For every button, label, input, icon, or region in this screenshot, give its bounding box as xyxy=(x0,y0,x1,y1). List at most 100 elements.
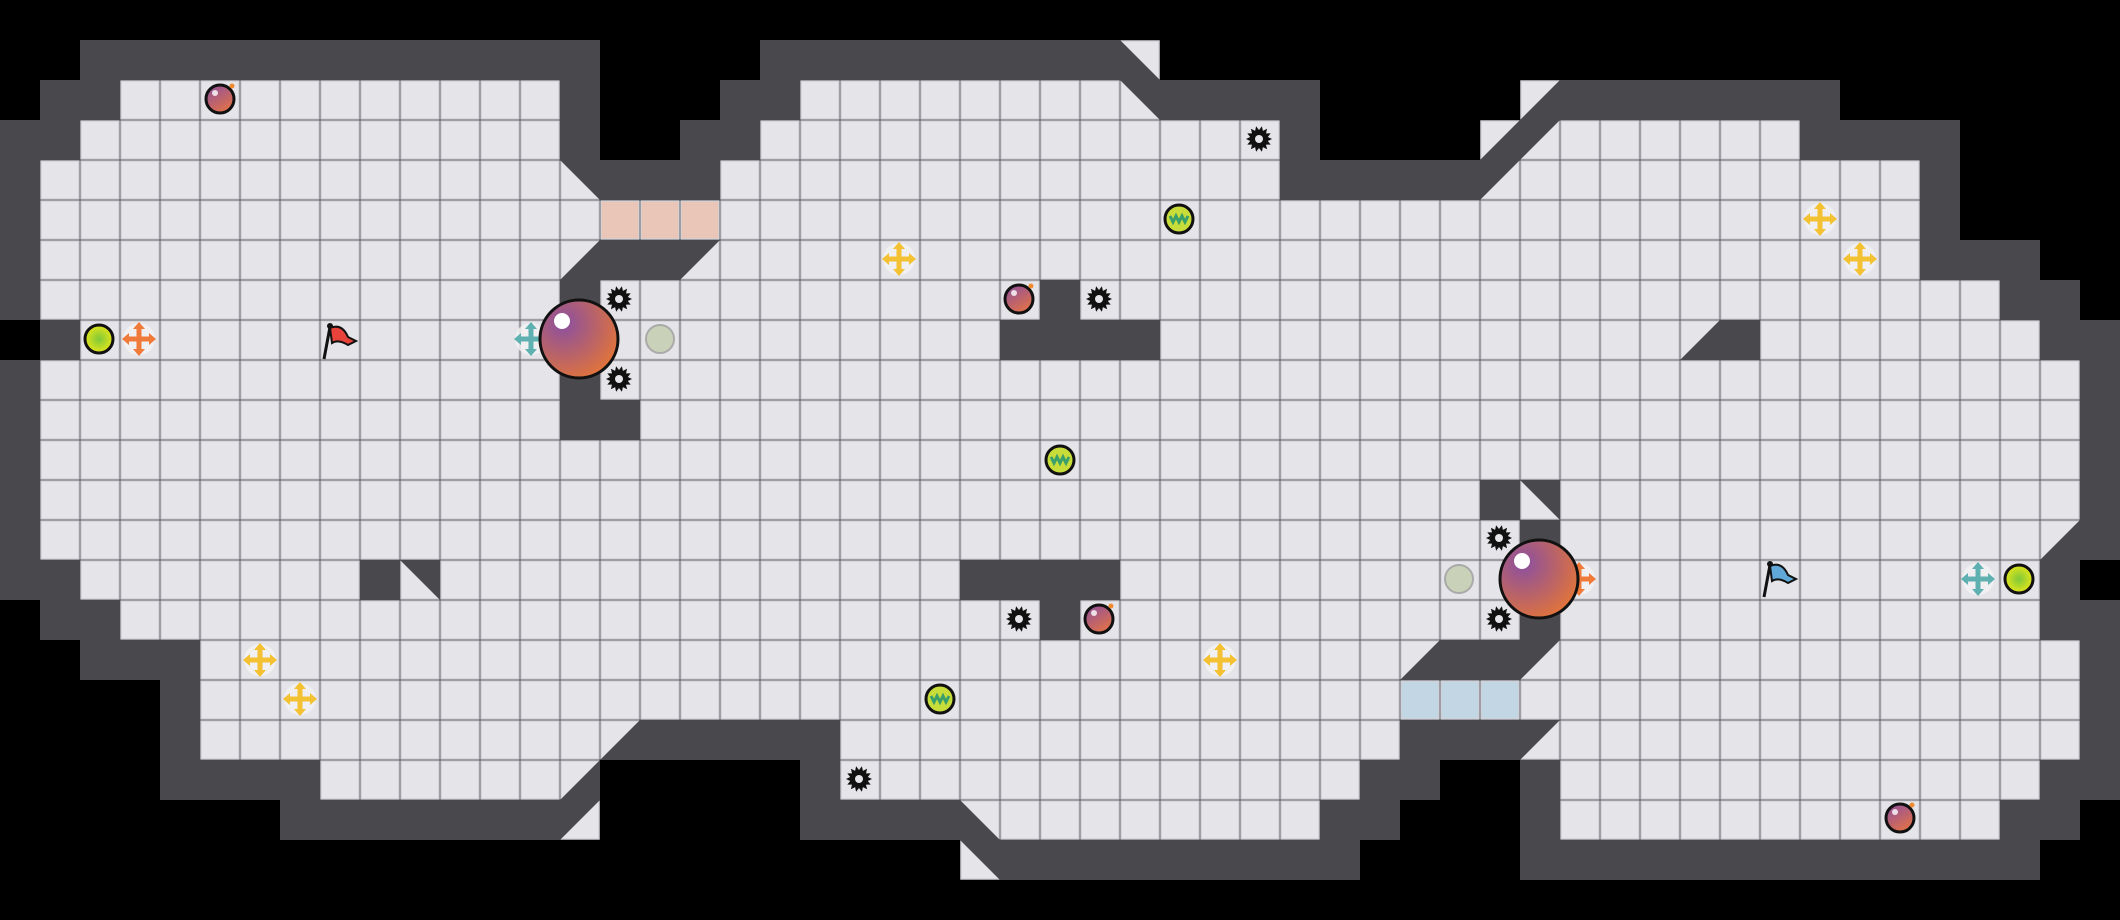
floor-tile xyxy=(920,440,960,480)
floor-tile xyxy=(400,240,440,280)
floor-tile xyxy=(440,240,480,280)
wall-block xyxy=(1600,80,1640,120)
floor-tile xyxy=(880,560,920,600)
floor-tile xyxy=(320,480,360,520)
wall-block xyxy=(2080,480,2120,520)
floor-tile xyxy=(1680,440,1720,480)
floor-tile xyxy=(320,760,360,800)
floor-tile xyxy=(40,480,80,520)
floor-tile xyxy=(1440,400,1480,440)
floor-tile xyxy=(840,720,880,760)
floor-tile xyxy=(160,360,200,400)
wall-block xyxy=(160,760,200,800)
floor-tile xyxy=(1760,600,1800,640)
wall-block xyxy=(1160,840,1200,880)
floor-tile xyxy=(640,560,680,600)
floor-tile xyxy=(1800,160,1840,200)
wall-diagonal xyxy=(1520,480,1560,520)
floor-tile xyxy=(560,520,600,560)
wall-block xyxy=(80,600,120,640)
floor-tile xyxy=(280,520,320,560)
wall-block xyxy=(2080,760,2120,800)
wall-block xyxy=(0,360,40,400)
floor-tile xyxy=(440,280,480,320)
wall-block xyxy=(360,40,400,80)
floor-tile xyxy=(160,200,200,240)
floor-tile xyxy=(1160,400,1200,440)
floor-tile xyxy=(880,720,920,760)
floor-tile xyxy=(1760,440,1800,480)
wall-diagonal xyxy=(560,760,600,800)
floor-tile xyxy=(560,200,600,240)
floor-tile xyxy=(920,560,960,600)
floor-tile xyxy=(840,320,880,360)
floor-tile xyxy=(1000,800,1040,840)
floor-tile xyxy=(1320,240,1360,280)
floor-tile xyxy=(1320,560,1360,600)
floor-tile xyxy=(840,360,880,400)
floor-tile xyxy=(1680,240,1720,280)
floor-tile xyxy=(1480,200,1520,240)
wall-block xyxy=(480,40,520,80)
floor-tile xyxy=(800,80,840,120)
floor-tile xyxy=(1360,720,1400,760)
wall-block xyxy=(1360,760,1400,800)
floor-tile xyxy=(80,480,120,520)
floor-tile xyxy=(240,560,280,600)
wall-block xyxy=(440,800,480,840)
floor-tile xyxy=(840,200,880,240)
floor-tile xyxy=(2040,440,2080,480)
floor-tile xyxy=(480,720,520,760)
floor-tile xyxy=(840,240,880,280)
wall-block xyxy=(1800,120,1840,160)
wall-block xyxy=(40,560,80,600)
floor-tile xyxy=(1640,240,1680,280)
floor-tile xyxy=(1560,240,1600,280)
floor-tile xyxy=(1080,520,1120,560)
wall-block xyxy=(960,40,1000,80)
wall-diagonal xyxy=(680,240,720,280)
wall-block xyxy=(1520,800,1560,840)
wall-block xyxy=(120,640,160,680)
wall-block xyxy=(1400,720,1440,760)
floor-tile xyxy=(1200,520,1240,560)
floor-tile xyxy=(320,120,360,160)
wall-block xyxy=(1040,320,1080,360)
floor-tile xyxy=(1920,360,1960,400)
floor-tile xyxy=(480,560,520,600)
wall-block xyxy=(760,720,800,760)
floor-tile xyxy=(440,680,480,720)
floor-tile xyxy=(2040,680,2080,720)
floor-tile xyxy=(920,160,960,200)
floor-tile xyxy=(1840,640,1880,680)
floor-tile xyxy=(80,160,120,200)
floor-tile xyxy=(1360,480,1400,520)
floor-tile xyxy=(1280,360,1320,400)
wall-block xyxy=(1000,560,1040,600)
floor-tile xyxy=(1520,280,1560,320)
floor-tile xyxy=(1400,240,1440,280)
floor-tile xyxy=(1360,360,1400,400)
wall-block xyxy=(160,640,200,680)
floor-tile xyxy=(1360,320,1400,360)
red-zone-tile xyxy=(640,200,680,240)
floor-tile xyxy=(400,360,440,400)
floor-tile xyxy=(1440,600,1480,640)
wall-diagonal xyxy=(960,800,1000,840)
wall-block xyxy=(1440,640,1480,680)
floor-tile xyxy=(1160,360,1200,400)
wall-block xyxy=(680,720,720,760)
wall-block xyxy=(440,40,480,80)
floor-tile xyxy=(680,520,720,560)
floor-tile xyxy=(800,120,840,160)
wall-block xyxy=(40,120,80,160)
floor-tile xyxy=(160,600,200,640)
wall-block xyxy=(1200,840,1240,880)
floor-tile xyxy=(1040,120,1080,160)
floor-tile xyxy=(40,440,80,480)
floor-tile xyxy=(1200,720,1240,760)
wall-block xyxy=(560,400,600,440)
floor-tile xyxy=(1200,200,1240,240)
floor-tile xyxy=(1880,520,1920,560)
